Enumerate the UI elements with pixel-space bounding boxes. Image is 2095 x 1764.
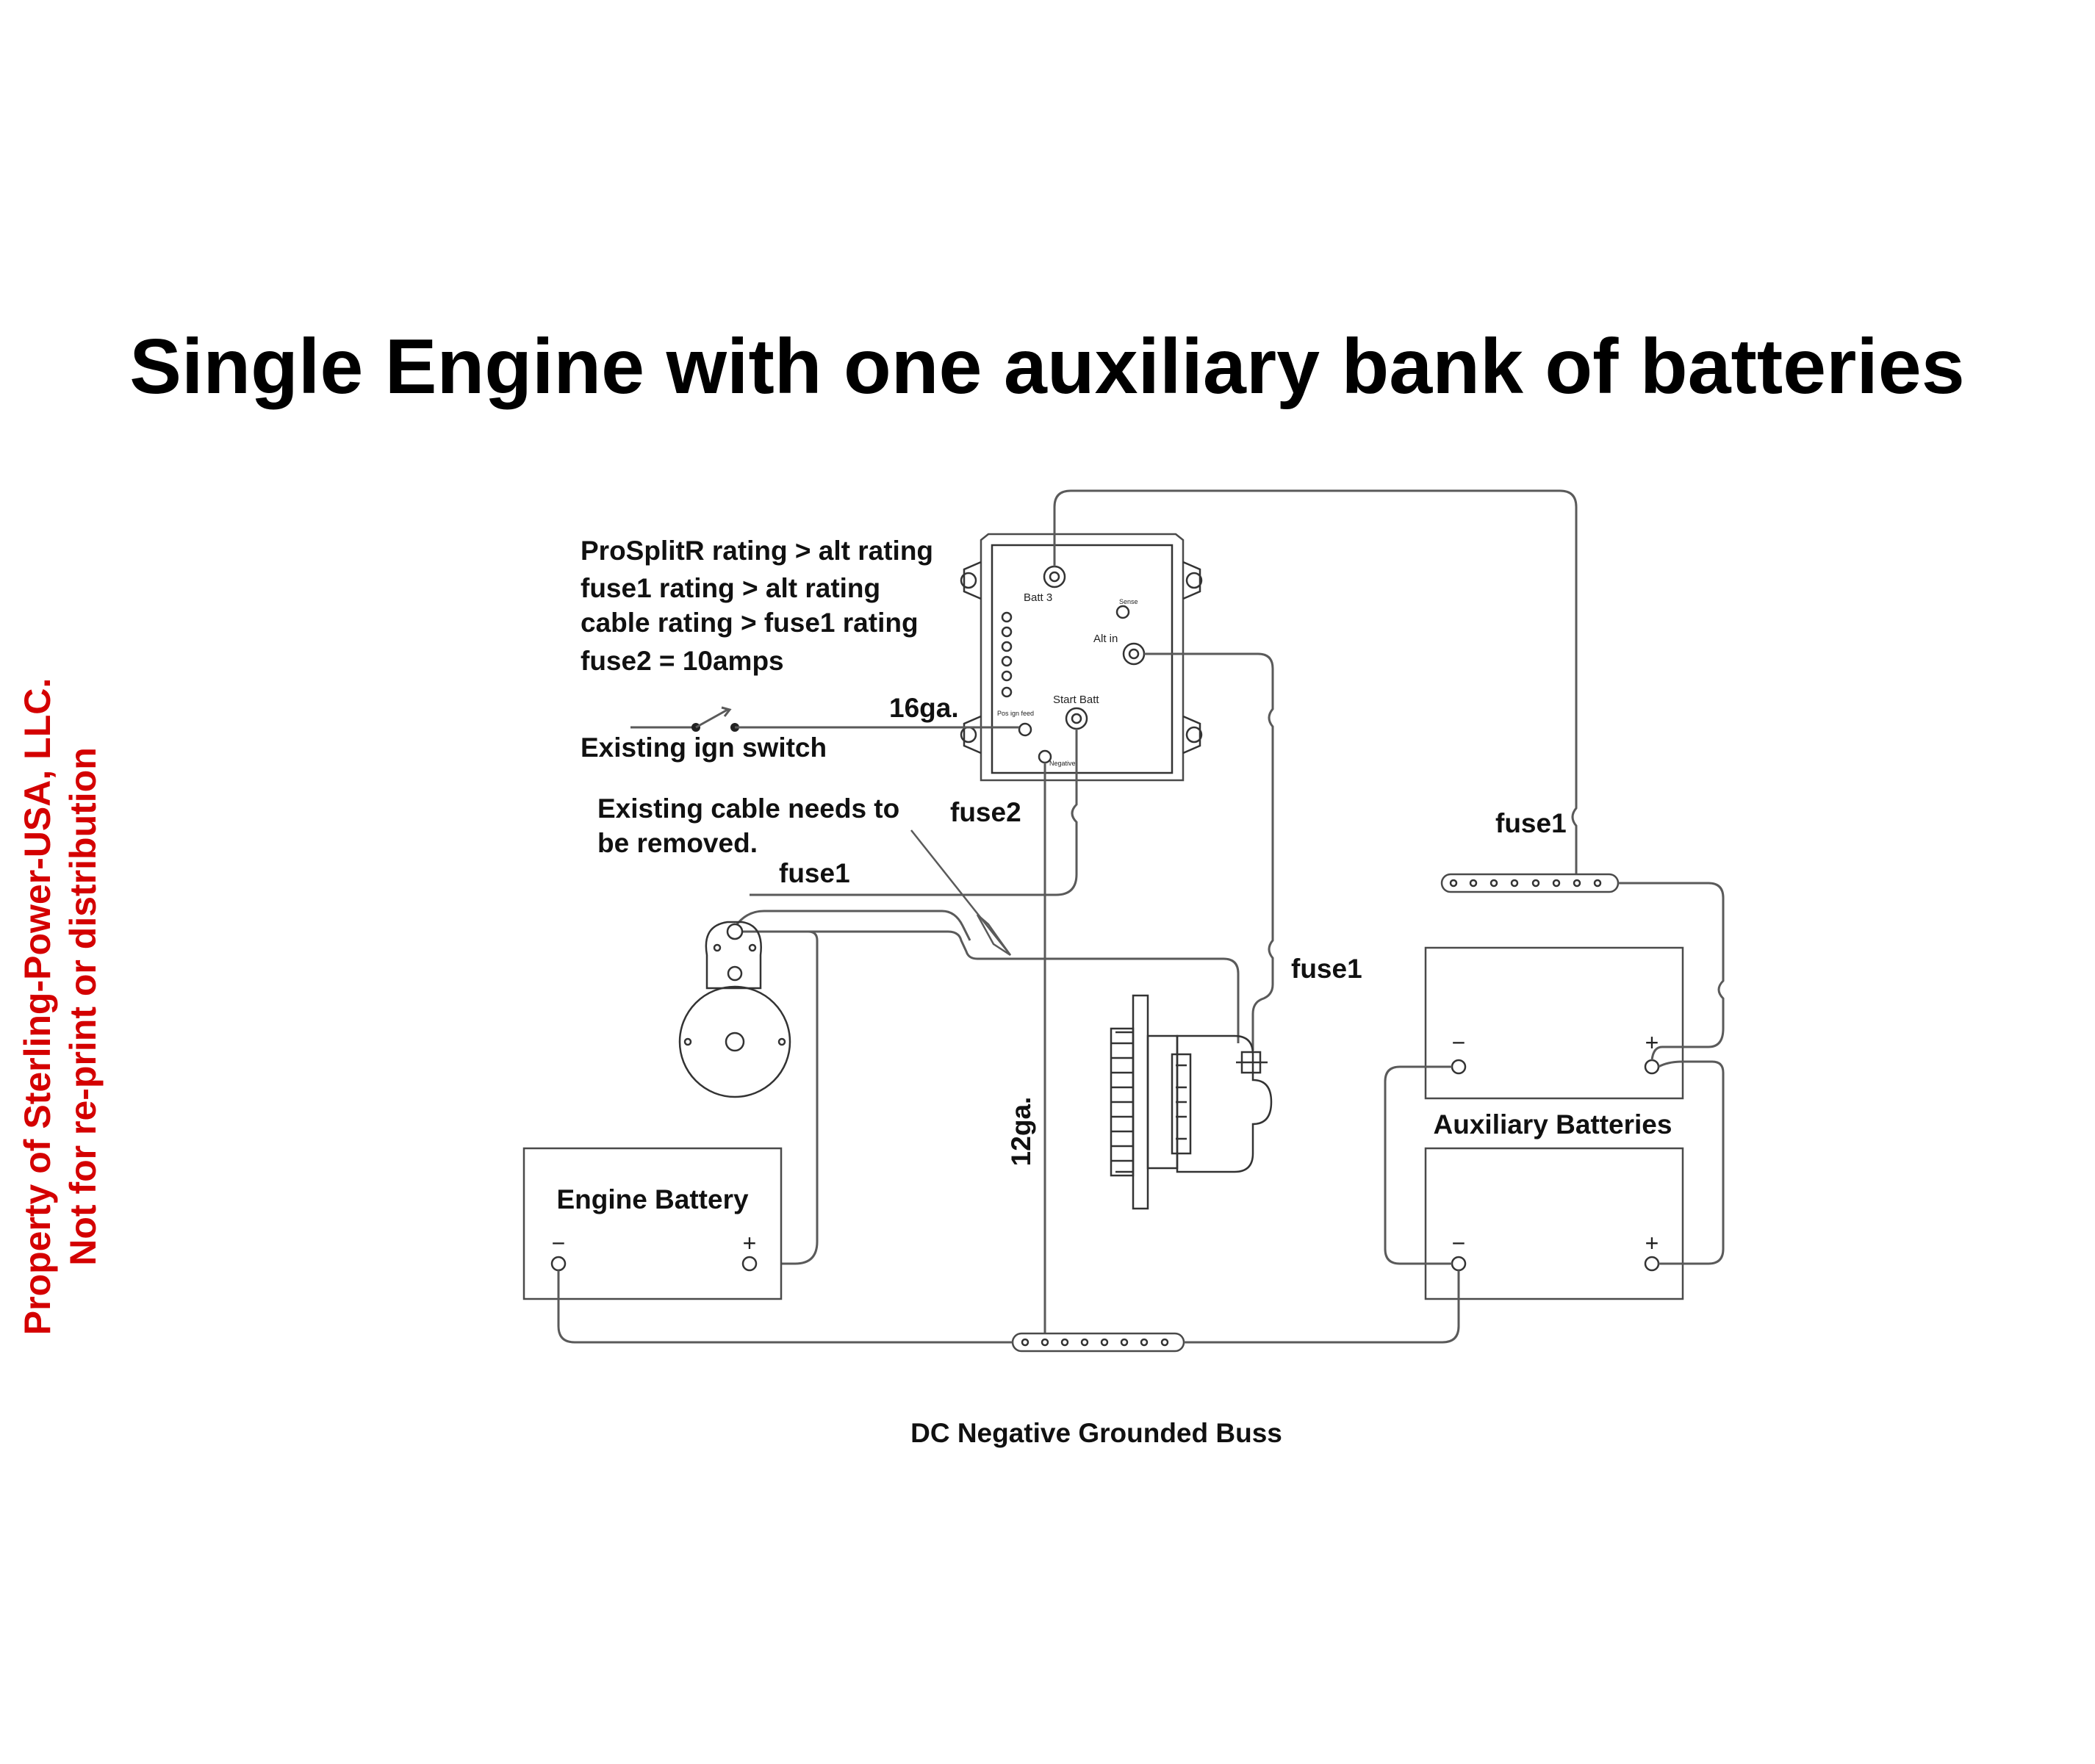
aux-bottom-minus: − [1452,1230,1466,1256]
ground-buss-label: DC Negative Grounded Buss [910,1418,1282,1448]
start-batt-wire [750,729,1078,896]
alternator [1110,994,1273,1210]
fuse1-starter-label: fuse1 [779,858,850,888]
alt-in-wire [1144,652,1274,1051]
engine-battery: Engine Battery − + [522,1147,783,1300]
aux-top-plus: + [1645,1029,1659,1056]
pos-ign-feed-terminal [1018,722,1032,737]
watermark-line-1: Property of Sterling-Power-USA, LLC. [17,678,58,1336]
batt3-label: Batt 3 [1024,591,1052,604]
page-title: Single Engine with one auxiliary bank of… [129,323,1964,410]
engine-battery-label: Engine Battery [556,1184,749,1214]
starter-motor [678,921,791,1098]
ground-buss: DC Negative Grounded Buss [557,1270,1460,1448]
sense-label: Sense [1119,598,1138,605]
ign-switch-label: Existing ign switch [581,732,827,763]
start-batt-label: Start Batt [1053,694,1099,706]
negative-label: Negative [1049,760,1076,767]
watermark: Property of Sterling-Power-USA, LLC. Not… [17,678,104,1336]
watermark-line-2: Not for re-print or distribution [62,747,104,1265]
aux-bottom-plus: + [1645,1230,1659,1256]
fuse2-label: fuse2 [950,797,1021,827]
cable-note-line-2: be removed. [597,828,758,858]
positive-bus-bar: fuse1 [1440,808,1725,1061]
fuse1-alt-label: fuse1 [1291,954,1362,984]
engine-battery-minus: − [552,1230,566,1256]
engine-battery-plus: + [743,1230,757,1256]
rating-notes: ProSplitR rating > alt rating fuse1 rati… [581,536,933,676]
cable-removed-callout: Existing cable needs to be removed. [597,793,1012,957]
starter-cable [733,910,971,941]
note-fuse2: fuse2 = 10amps [581,646,784,676]
alt-in-label: Alt in [1093,633,1118,645]
sense-terminal [1115,605,1130,619]
gauge-12-label: 12ga. [1006,1097,1036,1167]
note-prosplitr: ProSplitR rating > alt rating [581,536,933,566]
fuse1-aux-label: fuse1 [1495,808,1567,838]
cable-note-line-1: Existing cable needs to [597,793,899,824]
ignition-circuit: 16ga. Existing ign switch [581,693,1019,763]
note-fuse1: fuse1 rating > alt rating [581,573,880,603]
aux-batteries-label: Auxiliary Batteries [1434,1109,1672,1140]
batt3-wire [1053,489,1578,878]
prosplitr-unit: Batt 3 Sense Alt in Start Batt Pos ign f… [960,533,1203,782]
pos-ign-feed-label: Pos ign feed [997,710,1034,717]
aux-top-minus: − [1452,1029,1466,1056]
note-cable: cable rating > fuse1 rating [581,608,919,638]
gauge-16-label: 16ga. [889,693,959,723]
starter-cable-removed [735,930,1240,1043]
aux-batteries: Auxiliary Batteries − + − + [1384,946,1725,1300]
